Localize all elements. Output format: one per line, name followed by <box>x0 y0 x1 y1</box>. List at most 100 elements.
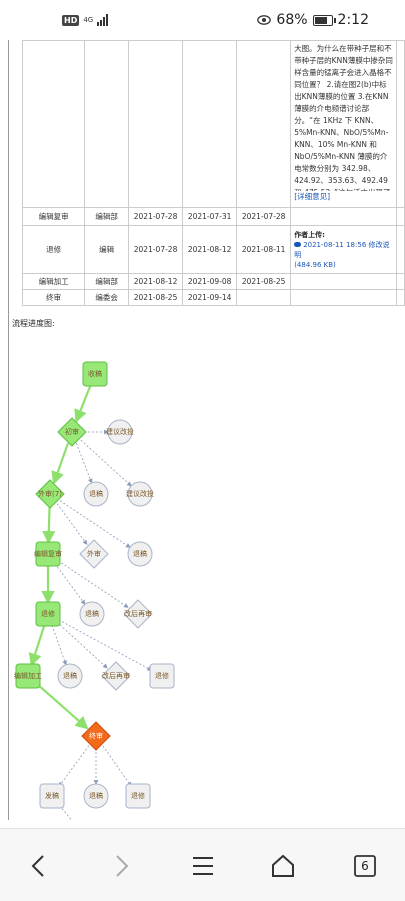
author-upload-cell: 作者上传: 2021-08-11 18:56 修改说明 (484.96 KB) <box>290 225 398 274</box>
table-row: 退修 编辑 2021-07-28 2021-08-12 2021-08-11 作… <box>21 225 405 274</box>
flow-node-shape <box>127 481 153 507</box>
flow-edge <box>80 439 132 487</box>
web-content[interactable]: 大图。为什么在带种子层和不带种子层的KNN薄膜中掺杂同样含量的锰离子会进入晶格不… <box>8 40 405 820</box>
tabs-icon <box>354 855 376 877</box>
flow-node-shape <box>35 601 61 627</box>
flow-node-shape <box>35 479 65 509</box>
flow-edge <box>54 563 86 605</box>
flow-node-reject-5: 退稿 <box>83 783 109 809</box>
chevron-left-icon <box>31 855 44 877</box>
flow-edge <box>58 619 153 671</box>
battery-icon <box>312 14 336 26</box>
flow-node-label: 退稿 <box>63 671 77 680</box>
flow-node-receive: 收稿 <box>82 361 108 387</box>
flow-edge <box>75 443 93 484</box>
signal-icon <box>97 14 109 26</box>
forward-button[interactable] <box>106 851 136 881</box>
dept-cell: 编辑 <box>84 225 130 274</box>
flow-node-label: 退稿 <box>89 489 103 498</box>
done-date-cell: 2021-08-11 <box>236 225 292 274</box>
flow-node-reject-1: 退稿 <box>83 481 109 507</box>
flow-node-re-review-2: 改后再审 <box>101 661 131 691</box>
flow-node-shape <box>101 661 131 691</box>
flow-node-external-2: 外审 <box>79 539 109 569</box>
status-left: HD 4G <box>62 14 109 26</box>
flow-node-label: 改后再审 <box>124 609 152 618</box>
flow-node-label: 收稿 <box>88 369 102 378</box>
author-file-link[interactable]: 2021-08-11 18:56 修改说明 <box>294 240 390 259</box>
flow-node-shape <box>35 541 61 567</box>
flow-node-label: 编辑复审 <box>34 549 62 558</box>
dept-cell: 编委会 <box>84 289 130 306</box>
flow-node-shape <box>125 783 151 809</box>
due-date-cell: 2021-07-31 <box>182 207 238 226</box>
flow-node-label: 退稿 <box>133 549 147 558</box>
home-button[interactable] <box>268 851 298 881</box>
flow-node-label: 外审(7) <box>38 489 62 498</box>
flow-node-reject-2: 退稿 <box>127 541 153 567</box>
flow-node-shape <box>39 783 65 809</box>
tabs-button[interactable]: 6 <box>350 851 380 881</box>
review-comment-cell: 大图。为什么在带种子层和不带种子层的KNN薄膜中掺杂同样含量的锰离子会进入晶格不… <box>290 40 398 208</box>
flow-node-shape <box>149 663 175 689</box>
flow-edge <box>58 745 90 787</box>
page-border <box>8 40 9 820</box>
flow-edge <box>36 683 89 730</box>
review-history-table: 大图。为什么在带种子层和不带种子层的KNN薄膜中掺杂同样含量的锰离子会进入晶格不… <box>21 40 405 306</box>
flow-node-editor-recheck: 编辑复审 <box>34 541 62 567</box>
menu-icon <box>193 857 213 875</box>
flow-node-label: 初审 <box>65 427 79 436</box>
table-row: 编辑复审 编辑部 2021-07-28 2021-07-31 2021-07-2… <box>21 207 405 226</box>
eye-icon <box>257 15 272 25</box>
flow-node-suggest-1: 建议改投 <box>106 419 134 445</box>
due-date-cell: 2021-09-14 <box>182 289 238 306</box>
flow-node-publish: 发稿 <box>39 783 65 809</box>
flow-node-label: 建议改投 <box>106 427 134 436</box>
flow-node-shape <box>57 663 83 689</box>
start-date-cell: 2021-08-25 <box>128 289 184 306</box>
flow-node-shape <box>127 541 153 567</box>
chevron-right-icon <box>116 855 129 877</box>
flow-node-label: 发稿 <box>45 791 59 800</box>
done-date-cell <box>236 289 292 306</box>
flow-node-shape <box>15 663 41 689</box>
flow-node-shape <box>83 783 109 809</box>
stage-cell: 终审 <box>21 289 86 306</box>
flow-node-shape <box>83 481 109 507</box>
start-date-cell: 2021-07-28 <box>128 207 184 226</box>
flow-node-label: 编辑加工 <box>14 671 42 680</box>
flow-node-label: 建议改投 <box>126 489 154 498</box>
clock: 2:12 <box>337 12 369 28</box>
flow-edge <box>51 625 67 666</box>
flow-edge <box>102 745 132 787</box>
stage-cell: 编辑复审 <box>21 207 86 226</box>
flow-edge <box>74 384 92 423</box>
done-date-cell: 2021-07-28 <box>236 207 292 226</box>
stage-cell: 退修 <box>21 225 86 274</box>
start-date-cell: 2021-07-28 <box>128 225 184 274</box>
flow-node-label: 外审 <box>87 549 101 558</box>
flow-node-shape <box>82 361 108 387</box>
menu-button[interactable] <box>188 851 218 881</box>
author-file-size: (484.96 KB) <box>294 260 336 269</box>
due-date-cell: 2021-08-12 <box>182 225 238 274</box>
battery-percent: 68% <box>276 12 308 28</box>
flow-node-shape <box>81 721 111 751</box>
hd-badge: HD <box>62 14 80 26</box>
flow-node-external-review: 外审(7) <box>35 479 65 509</box>
detail-link[interactable]: [详细意见] <box>294 192 331 201</box>
flow-node-revise-3: 退修 <box>125 783 151 809</box>
flow-node-suggest-2: 建议改投 <box>126 481 154 507</box>
flow-node-label: 退修 <box>41 609 55 618</box>
flow-node-shape <box>79 539 109 569</box>
done-date-cell: 2021-08-25 <box>236 273 292 290</box>
back-button[interactable] <box>24 851 54 881</box>
flow-node-label: 退稿 <box>89 791 103 800</box>
browser-nav-bar: 6 <box>0 828 405 901</box>
flow-node-label: 退稿 <box>85 609 99 618</box>
attachment-icon <box>294 241 302 247</box>
table-row: 大图。为什么在带种子层和不带种子层的KNN薄膜中掺杂同样含量的锰离子会进入晶格不… <box>21 40 405 208</box>
dept-cell: 编辑部 <box>84 207 130 226</box>
tabs-count: 6 <box>361 859 369 873</box>
flow-node-edit-process: 编辑加工 <box>14 663 42 689</box>
